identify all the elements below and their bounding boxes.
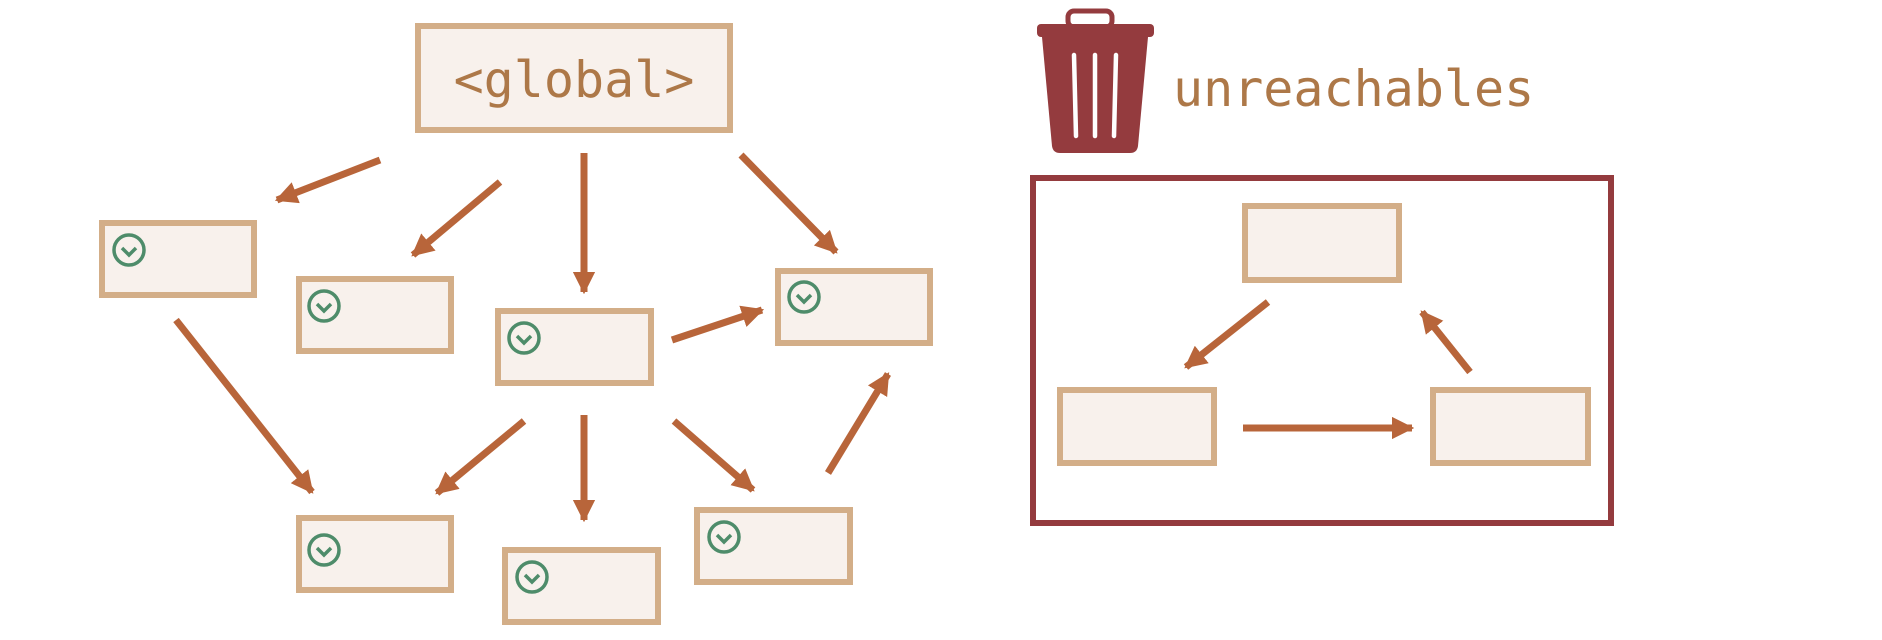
reachable-node [502, 547, 661, 625]
trash-can-icon [1037, 8, 1154, 153]
edge-arrow [1419, 309, 1473, 375]
reachable-node [775, 268, 933, 346]
global-root-label: <global> [454, 51, 695, 109]
unreachable-node [1242, 203, 1402, 283]
edge-arrow [738, 152, 839, 255]
reachable-node [296, 515, 454, 593]
global-root-node: <global> [415, 23, 733, 133]
unreachable-node [1430, 387, 1591, 466]
check-circle-icon [515, 560, 549, 594]
edge-arrow [434, 418, 527, 496]
edge-arrow [410, 179, 503, 258]
edge-arrow [274, 156, 382, 204]
edge-arrow [670, 305, 765, 344]
reachable-node [495, 308, 654, 386]
reachable-node [99, 220, 257, 298]
edge-arrow [1183, 299, 1271, 370]
edge-arrow [671, 418, 756, 493]
reachable-node [296, 276, 454, 354]
check-circle-icon [307, 533, 341, 567]
check-circle-icon [507, 321, 541, 355]
check-circle-icon [707, 520, 741, 554]
check-circle-icon [112, 233, 146, 267]
unreachables-label: unreachables [1173, 60, 1534, 118]
unreachable-frame [1030, 175, 1614, 526]
reachable-node [694, 507, 853, 585]
edge-arrow [825, 372, 891, 475]
unreachable-node [1057, 387, 1217, 466]
check-circle-icon [787, 280, 821, 314]
check-circle-icon [307, 289, 341, 323]
edge-arrow [173, 317, 315, 495]
